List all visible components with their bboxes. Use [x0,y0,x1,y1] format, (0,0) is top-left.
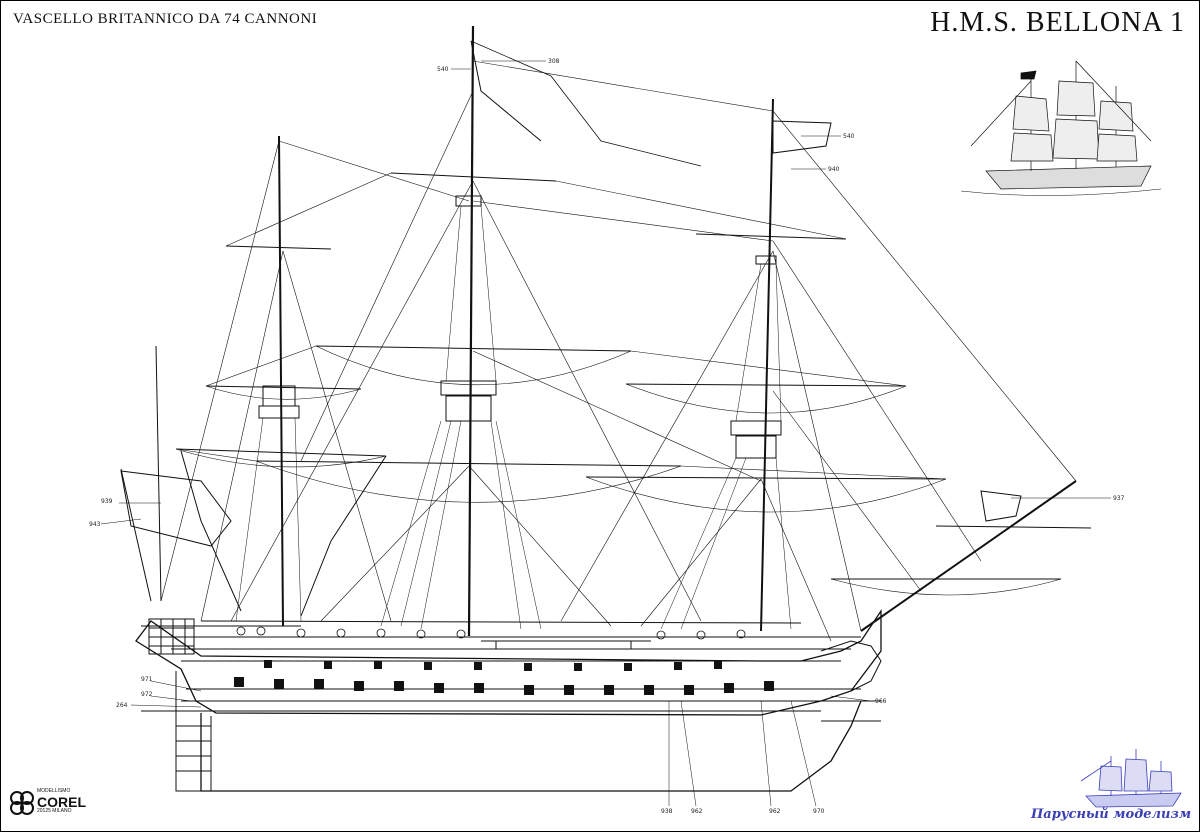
callout-938: 938 [661,808,673,815]
main-mast [255,25,702,637]
callout-labels: 540 308 540 940 939 943 937 971 972 264 … [89,58,1125,815]
shrouds [235,205,792,630]
callout-937: 937 [1113,495,1125,502]
watermark-ship [1080,749,1182,808]
callout-940: 940 [828,166,840,173]
deck-details [236,626,746,640]
fore-mast [585,98,947,632]
callout-962b: 962 [769,808,781,815]
rigging [160,60,1077,642]
callout-939: 939 [101,498,113,505]
sheet-title: H.M.S. BELLONA 1 [930,7,1185,38]
callout-leaders [100,60,1111,807]
sheet-subtitle: VASCELLO BRITANNICO DA 74 CANNONI [13,11,318,27]
gun-ports [234,660,774,695]
logo-top-line: MODELLISMO [37,788,71,794]
corel-logo: MODELLISMO COREL 20125 MILANO [9,788,86,818]
callout-540a: 540 [437,66,449,73]
bowsprit [831,480,1092,632]
ship-thumbnail [960,60,1162,196]
callout-966: 966 [875,698,887,705]
corel-emblem-icon [10,791,34,815]
callout-540b: 540 [843,133,855,140]
hull [135,608,882,792]
stern-ensign [120,468,232,602]
callout-972: 972 [141,691,153,698]
logo-bottom-line: 20125 MILANO [37,808,72,814]
callout-308: 308 [548,58,560,65]
callout-943: 943 [89,521,101,528]
mizzen-mast [155,135,387,627]
callout-264: 264 [116,702,128,709]
callout-962a: 962 [691,808,703,815]
logo-brand: COREL [37,794,86,810]
callout-971: 971 [141,676,153,683]
callout-970: 970 [813,808,825,815]
watermark-text: Парусный моделизм [1031,807,1192,822]
